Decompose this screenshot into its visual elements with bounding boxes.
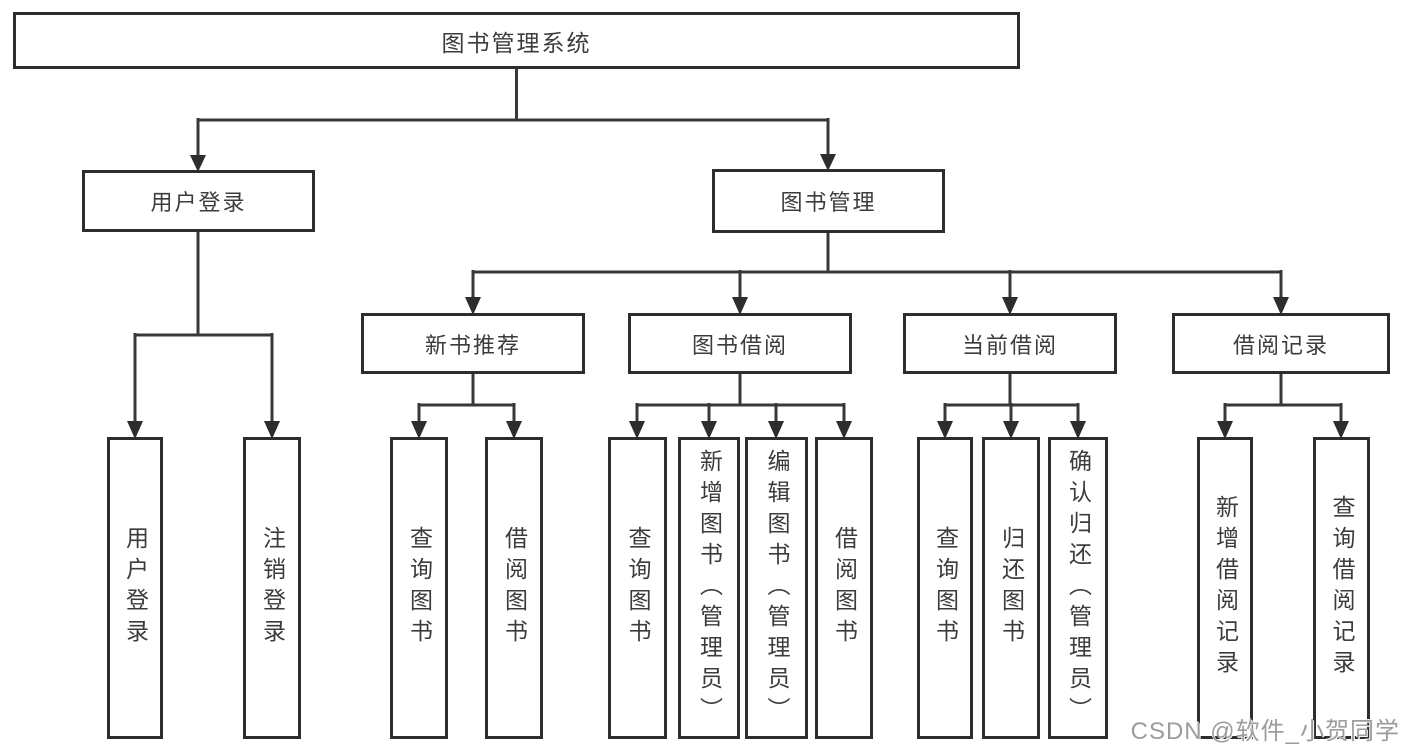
node-user-login: 用户登录 <box>82 170 315 232</box>
leaf-logout: 注销登录 <box>243 437 301 739</box>
node-library-management-system: 图书管理系统 <box>13 12 1020 69</box>
leaf-query-books-borrowing: 查询图书 <box>608 437 667 739</box>
leaf-query-books-recommend: 查询图书 <box>390 437 448 739</box>
leaf-borrow-books-borrowing: 借阅图书 <box>815 437 873 739</box>
leaf-query-borrow-record: 查询借阅记录 <box>1313 437 1370 739</box>
node-book-management: 图书管理 <box>712 169 945 233</box>
leaf-add-books-admin: 新增图书（管理员） <box>678 437 740 739</box>
csdn-watermark: CSDN @软件_小贺同学 <box>1130 718 1400 745</box>
leaf-query-books-current: 查询图书 <box>917 437 973 739</box>
leaf-borrow-books-recommend: 借阅图书 <box>485 437 543 739</box>
arrowheads <box>127 154 1349 439</box>
leaf-user-login: 用户登录 <box>107 437 163 739</box>
node-current-borrowing: 当前借阅 <box>903 313 1117 374</box>
leaf-confirm-return-admin: 确认归还（管理员） <box>1048 437 1108 739</box>
node-borrowing-records: 借阅记录 <box>1172 313 1390 374</box>
leaf-return-books: 归还图书 <box>982 437 1040 739</box>
leaf-add-borrow-record: 新增借阅记录 <box>1197 437 1253 739</box>
node-new-book-recommend: 新书推荐 <box>361 313 585 374</box>
node-book-borrowing: 图书借阅 <box>628 313 852 374</box>
leaf-edit-books-admin: 编辑图书（管理员） <box>745 437 808 739</box>
